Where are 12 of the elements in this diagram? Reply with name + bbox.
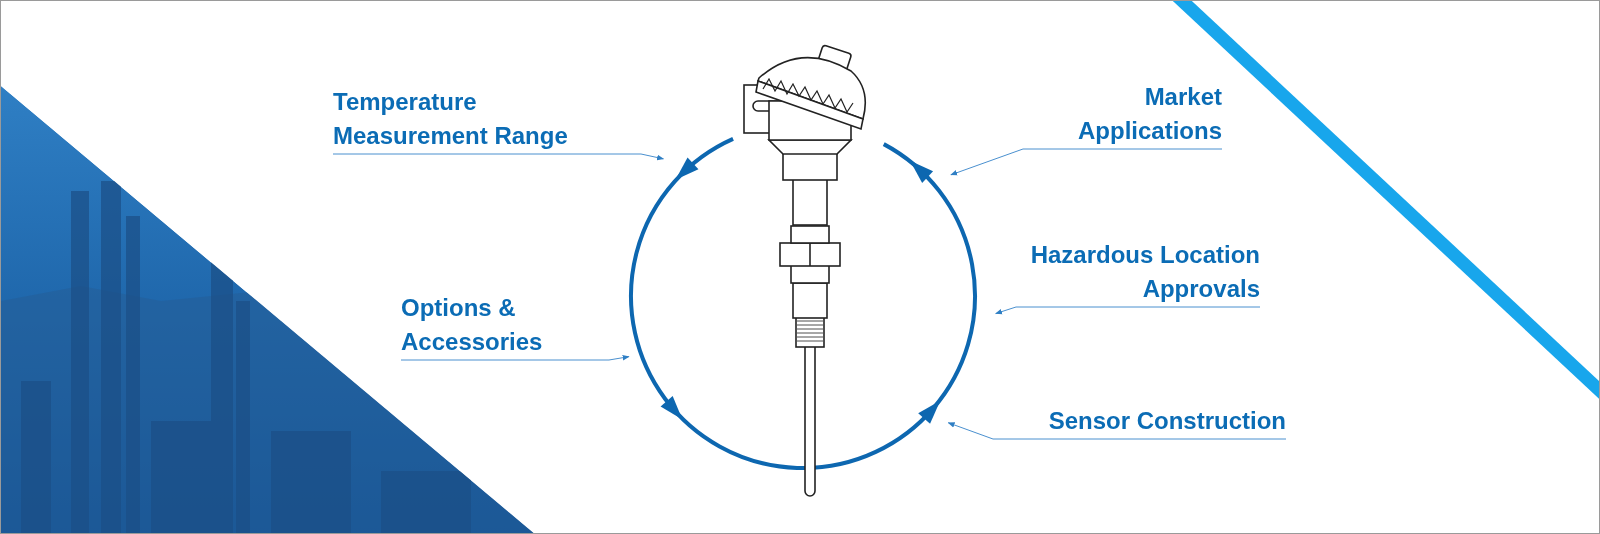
callout-label: Sensor Construction xyxy=(991,404,1286,438)
callout-label: Market Applications xyxy=(1011,80,1222,148)
cycle-ring xyxy=(629,136,977,470)
callout-label: Options & Accessories xyxy=(401,291,611,359)
callout-label: Temperature Measurement Range xyxy=(333,85,603,153)
sensor-drawing xyxy=(743,44,867,497)
leader-line xyxy=(400,354,630,361)
leader-line xyxy=(995,306,1261,315)
leader-line xyxy=(947,422,1287,440)
leader-line xyxy=(332,153,665,161)
callout-label: Hazardous Location Approvals xyxy=(1010,238,1260,306)
leader-line xyxy=(950,148,1223,176)
